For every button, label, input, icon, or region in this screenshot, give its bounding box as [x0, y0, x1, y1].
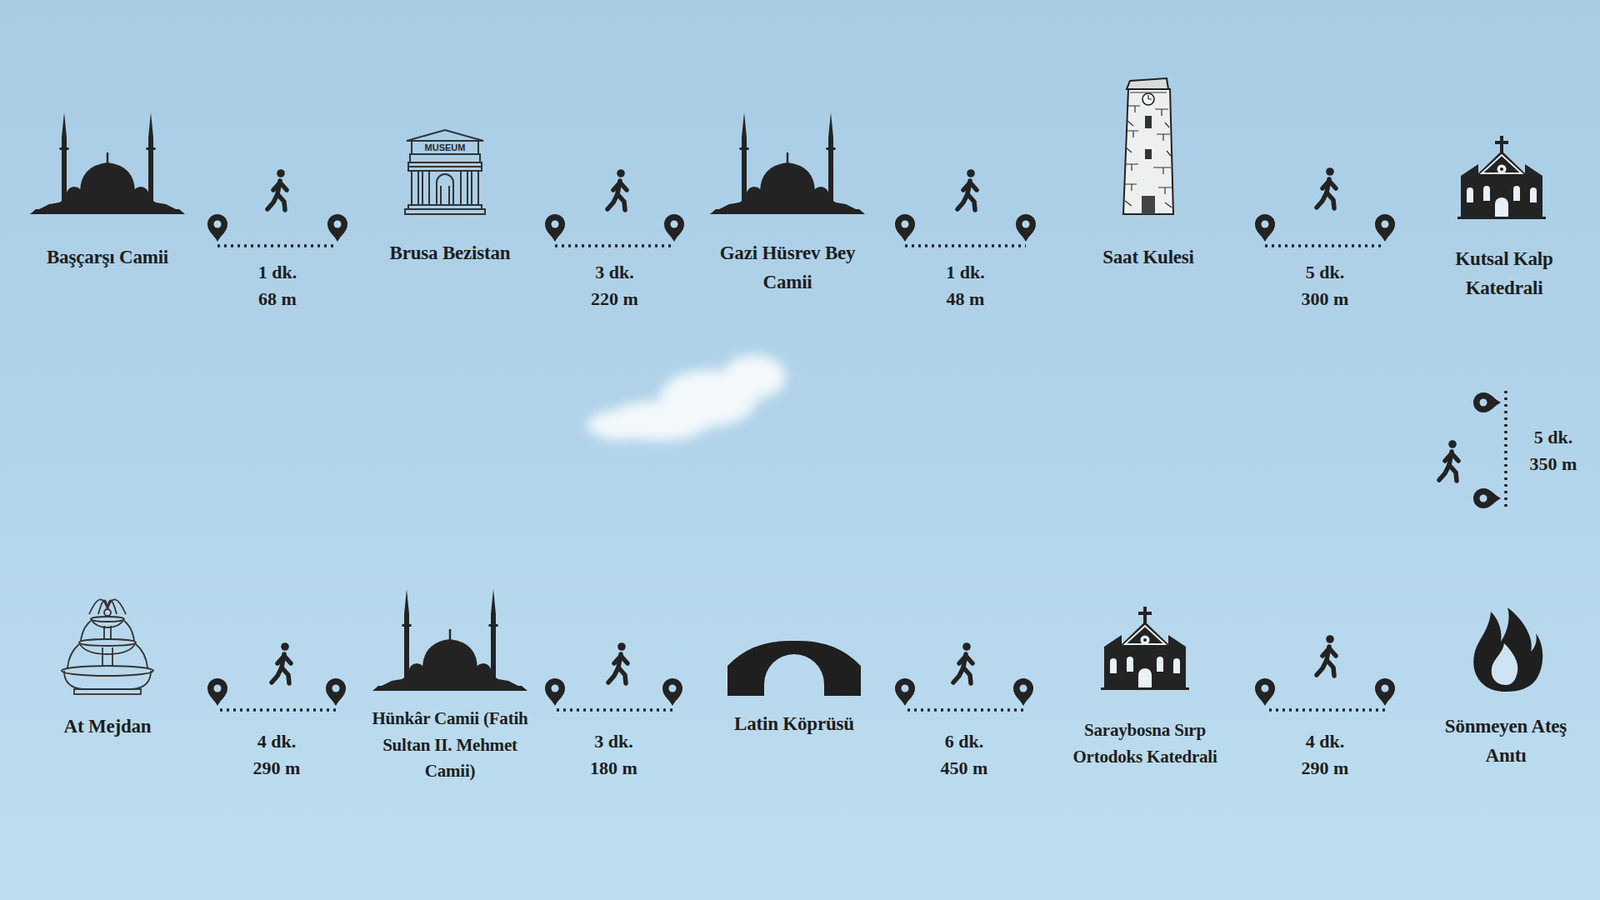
walk-time-distance: 3 dk. 220 m [587, 259, 643, 313]
landmark-name: Saat Kulesi [1056, 243, 1240, 273]
mosque-icon [710, 112, 865, 215]
location-pin [325, 678, 346, 706]
location-pin [895, 678, 915, 706]
walking-connector [207, 214, 348, 246]
landmark-node: Kutsal Kalp Katedrali [1385, 108, 1596, 391]
walker-icon [1316, 635, 1336, 676]
walker-icon [953, 642, 973, 684]
landmark-name: Saraybosna Sırp Ortodoks Katedrali [1055, 717, 1235, 770]
location-pin [207, 678, 228, 706]
landmark-name: At Mejdan [24, 712, 191, 742]
museum-icon [405, 130, 485, 215]
cloud [587, 355, 786, 441]
walking-connector [1255, 678, 1395, 710]
walk-time-distance: 5 dk. 300 m [1297, 259, 1353, 313]
landmark-name: Gazi Hüsrev Bey Camii [704, 239, 871, 297]
location-pin [1375, 678, 1395, 706]
mosque-icon [30, 112, 185, 215]
location-pin [327, 214, 348, 242]
location-pin [545, 214, 565, 242]
walk-time-distance: 1 dk. 68 m [250, 259, 305, 313]
walking-connector [545, 214, 685, 246]
location-pin [662, 678, 683, 706]
walk-time-distance: 4 dk. 290 m [1297, 728, 1353, 782]
church-icon [1100, 606, 1190, 690]
location-pin [1013, 678, 1034, 706]
landmark-node: Brusa Bezistan [337, 108, 555, 284]
bridge-icon [727, 640, 861, 696]
location-pin [895, 214, 915, 242]
landmark-node: Sönmeyen Ateş Anıtı [1385, 510, 1596, 775]
landmark-node: At Mejdan [0, 583, 218, 750]
walker-icon [957, 169, 977, 210]
walking-connector [1473, 390, 1506, 510]
walking-connector [207, 678, 346, 710]
location-pin [545, 678, 565, 706]
fountain-icon [61, 599, 154, 695]
location-pin [1255, 678, 1275, 706]
location-pin [1473, 392, 1501, 413]
walker-icon [271, 642, 291, 684]
dotted-path [1265, 244, 1385, 248]
landmark-node: Saat Kulesi [1025, 108, 1265, 284]
walk-time-distance: 1 dk. 48 m [938, 259, 994, 313]
landmark-name: Brusa Bezistan [358, 239, 542, 269]
sign-text: MUSEUM [411, 141, 479, 154]
flame-icon [1473, 607, 1543, 692]
walking-connector [895, 214, 1036, 246]
location-pin [1015, 214, 1036, 242]
dotted-path [555, 708, 673, 712]
walk-time-distance: 6 dk. 450 m [936, 728, 992, 782]
walking-connector [895, 678, 1034, 710]
landmark-name: Sönmeyen Ateş Anıtı [1430, 712, 1581, 770]
landmark-name: Hünkâr Camii (Fatih Sultan II. Mehmet Ca… [360, 705, 540, 785]
landmark-name: Latin Köprüsü [702, 710, 886, 740]
walker-icon [607, 169, 627, 210]
walker-icon [1439, 440, 1459, 481]
walk-time-distance: 4 dk. 290 m [249, 728, 305, 782]
location-pin [664, 214, 685, 242]
dotted-path [905, 708, 1024, 712]
walk-time-distance: 3 dk. 180 m [586, 728, 642, 782]
walker-icon [608, 642, 628, 684]
walker-icon [1316, 167, 1336, 209]
walking-connector [545, 678, 683, 710]
location-pin [1375, 214, 1395, 242]
landmark-node: Latin Köprüsü [672, 583, 905, 750]
walking-connector [1255, 214, 1395, 246]
location-pin [207, 214, 228, 242]
landmark-name: Kutsal Kalp Katedrali [1437, 245, 1571, 303]
dotted-path [217, 708, 336, 712]
dotted-path [1504, 390, 1508, 510]
walk-time-distance: 5 dk. 350 m [1525, 424, 1581, 478]
dotted-path [217, 244, 338, 248]
landmark-name: Başçarşı Camii [15, 243, 200, 273]
mosque-icon [372, 589, 528, 691]
dotted-path [905, 244, 1026, 248]
landmark-node: Başçarşı Camii [0, 108, 218, 284]
location-pin [1473, 488, 1501, 509]
church-icon [1457, 135, 1546, 220]
location-pin [1255, 214, 1275, 242]
dotted-path [555, 244, 675, 248]
clock-tower-icon [1123, 78, 1174, 215]
landmark-node: Gazi Hüsrev Bey Camii [674, 108, 905, 302]
dotted-path [1265, 708, 1385, 712]
landmark-node: Hünkâr Camii (Fatih Sultan II. Mehmet Ca… [335, 583, 555, 790]
landmark-node: Saraybosna Sırp Ortodoks Katedrali [1023, 583, 1265, 775]
walker-icon [267, 169, 287, 210]
